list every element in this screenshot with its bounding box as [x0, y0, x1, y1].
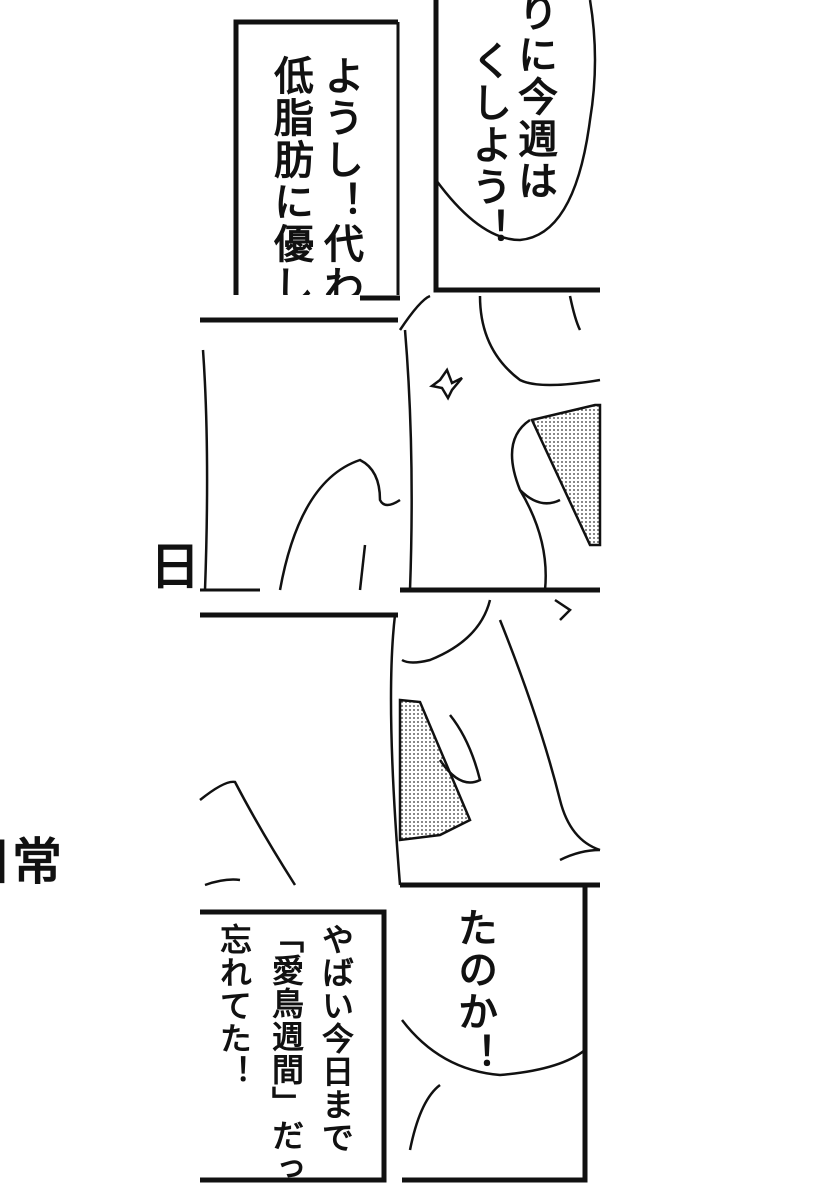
bubble-text-line: りに今週は: [511, 0, 557, 202]
caption-text-line: 低脂肪に優しく: [267, 55, 313, 295]
caption-text-line: ようし！代わ: [317, 55, 363, 295]
caption-box-border: [233, 19, 398, 295]
bubble-text-line: たのか！: [451, 907, 497, 1067]
title-fragment: 日: [150, 540, 200, 592]
tablet-device: [530, 403, 602, 547]
bubble-bottom-right: たのか！: [404, 887, 584, 1067]
bubble-text-line: くしよう！: [465, 40, 511, 250]
caption-bottom-left: やばい今日まで 「愛鳥週間」だっ 忘れてた！: [202, 915, 382, 1180]
tablet-device: [398, 698, 472, 842]
caption-text-line: やばい今日まで: [317, 923, 355, 1154]
caption-text-line: 「愛鳥週間」だっ: [267, 921, 305, 1180]
title-fragment: 日常: [0, 835, 62, 887]
caption-text-line: 忘れてた！: [215, 923, 253, 1088]
caption-top-left: ようし！代わ 低脂肪に優しく: [240, 30, 396, 295]
